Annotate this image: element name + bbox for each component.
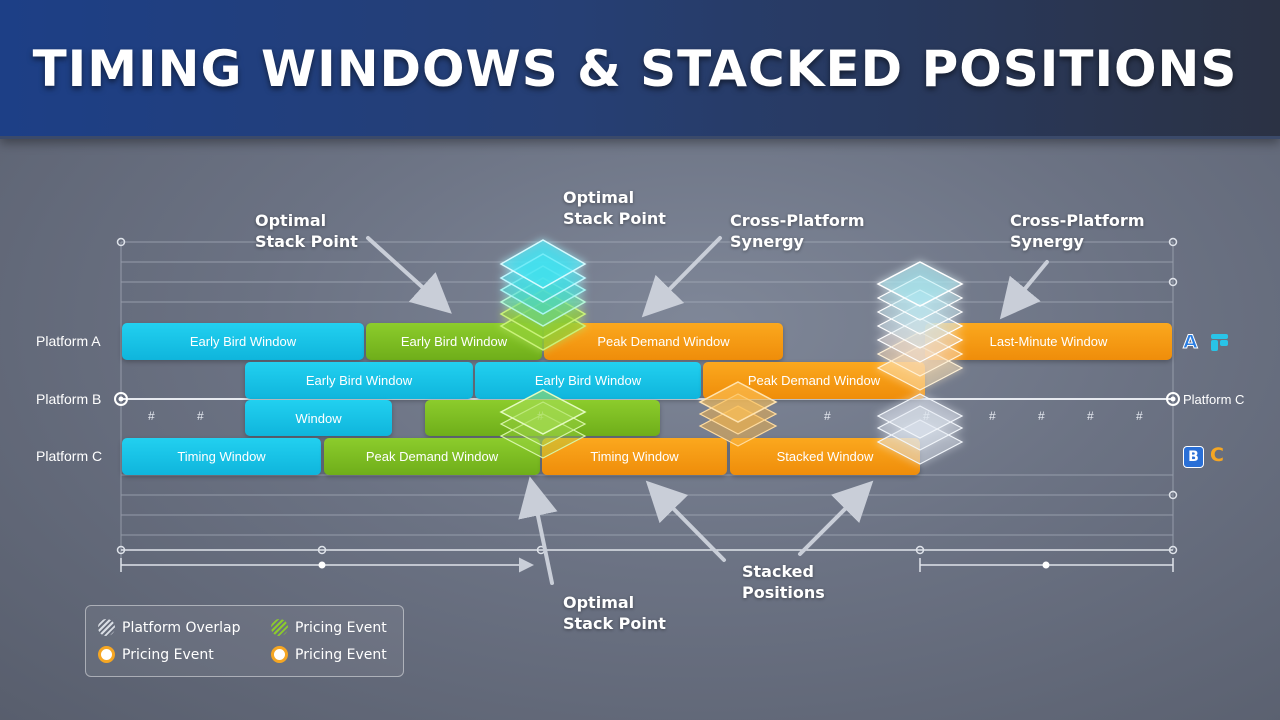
bar-b-early-bird-2[interactable]: Early Bird Window (475, 362, 701, 399)
legend-label: Pricing Event (295, 619, 387, 636)
bar-c-stacked[interactable]: Stacked Window (730, 438, 920, 475)
bottom-timeline (116, 545, 1178, 573)
legend-item-pricing-event-green: Pricing Event (271, 619, 387, 636)
annotation-optimal-stack-point-top: Optimal Stack Point (563, 188, 666, 228)
bar-b-window[interactable]: Window (245, 400, 392, 436)
legend: Platform Overlap Pricing Event Pricing E… (85, 605, 404, 677)
platform-c-logo-icon: C (1210, 444, 1224, 466)
bar-b-early-bird-1[interactable]: Early Bird Window (245, 362, 473, 399)
annotation-cross-platform-synergy-1: Cross-Platform Synergy (730, 211, 865, 251)
platform-b-logo-icon: B (1183, 446, 1204, 468)
platform-a-logo-icon: A (1183, 331, 1199, 354)
marker-hash: # (197, 409, 204, 423)
dot-swatch-icon (98, 646, 115, 663)
platform-a-secondary-logo-icon (1211, 334, 1228, 351)
hatch-swatch-icon (271, 619, 288, 636)
marker-hash: # (989, 409, 996, 423)
legend-label: Pricing Event (122, 646, 214, 663)
row-label-platform-a: Platform A (36, 333, 101, 349)
legend-label: Platform Overlap (122, 619, 241, 636)
marker-hash: # (148, 409, 155, 423)
marker-hash: # (537, 409, 544, 423)
marker-hash: # (824, 409, 831, 423)
hatch-swatch-icon (98, 619, 115, 636)
page-title: TIMING WINDOWS & STACKED POSITIONS (32, 40, 1238, 98)
bar-a-early-bird-2[interactable]: Early Bird Window (366, 323, 542, 360)
annotation-optimal-stack-point-left: Optimal Stack Point (255, 211, 358, 251)
marker-hash: # (1136, 409, 1143, 423)
marker-hash: # (1087, 409, 1094, 423)
bar-b-peak-demand[interactable]: Peak Demand Window (703, 362, 925, 399)
legend-item-pricing-event-dot-2: Pricing Event (271, 646, 387, 663)
marker-hash: # (923, 409, 930, 423)
annotation-optimal-stack-point-bottom: Optimal Stack Point (563, 593, 666, 633)
annotation-cross-platform-synergy-2: Cross-Platform Synergy (1010, 211, 1145, 251)
bar-c-timing-1[interactable]: Timing Window (122, 438, 321, 475)
bar-c-timing-2[interactable]: Timing Window (542, 438, 727, 475)
annotation-stacked-positions: Stacked Positions (742, 562, 825, 602)
bar-a-early-bird-1[interactable]: Early Bird Window (122, 323, 364, 360)
bar-a-last-minute[interactable]: Last-Minute Window (925, 323, 1172, 360)
legend-label: Pricing Event (295, 646, 387, 663)
bar-c-peak-demand[interactable]: Peak Demand Window (324, 438, 540, 475)
row-label-right-platform-c: Platform C (1183, 392, 1245, 407)
dot-swatch-icon (271, 646, 288, 663)
legend-item-pricing-event-dot-1: Pricing Event (98, 646, 214, 663)
row-label-platform-b: Platform B (36, 391, 102, 407)
legend-item-platform-overlap: Platform Overlap (98, 619, 241, 636)
row-label-platform-c: Platform C (36, 448, 103, 464)
header-banner: TIMING WINDOWS & STACKED POSITIONS (0, 0, 1280, 139)
bar-a-peak-demand[interactable]: Peak Demand Window (544, 323, 783, 360)
marker-hash: # (1038, 409, 1045, 423)
